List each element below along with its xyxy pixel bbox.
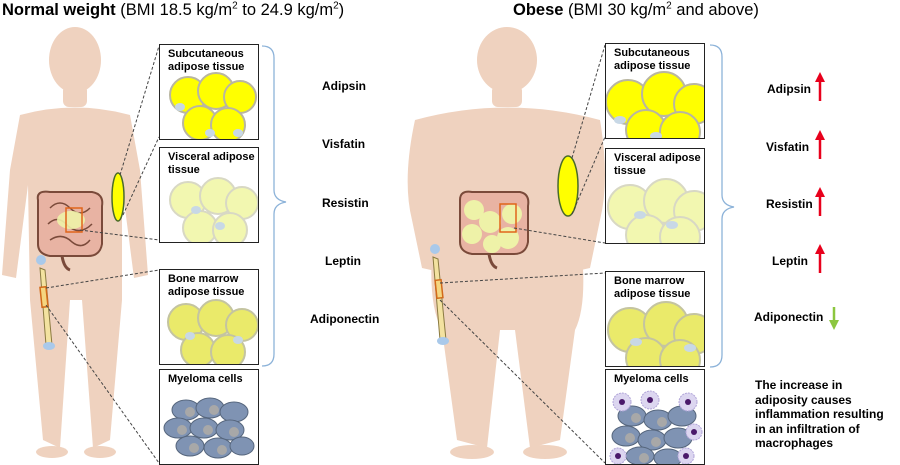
obese-bone-marrow-panel: Bone marrow adipose tissue xyxy=(605,271,705,367)
normal-visceral-panel: Visceral adipose tissue xyxy=(159,147,259,243)
obese-intestines-icon xyxy=(459,190,530,270)
normal-bracket xyxy=(261,45,287,367)
visceral-adipocytes xyxy=(169,177,258,242)
obese-femur-icon xyxy=(430,244,449,345)
resistin-up-arrow xyxy=(815,187,825,216)
normal-adipokine-visfatin: Visfatin xyxy=(322,137,366,151)
obese-myeloma-panel: Myeloma cells xyxy=(605,369,705,465)
panel-label: Myeloma cells xyxy=(614,373,689,385)
normal-intestines-icon xyxy=(36,190,104,272)
adipsin-up-arrow xyxy=(815,72,825,101)
obese-body-silhouette xyxy=(407,27,605,459)
obese-adipokine-leptin: Leptin xyxy=(772,254,808,268)
myeloma-cells xyxy=(163,397,255,459)
myeloma-cells-with-macrophages xyxy=(609,390,703,464)
leptin-up-arrow xyxy=(815,244,825,273)
obese-adipokine-resistin: Resistin xyxy=(766,197,813,211)
obese-subcutaneous-panel: Subcutaneous adipose tissue xyxy=(605,43,705,139)
obese-leader-lines xyxy=(439,44,606,464)
subcutaneous-adipocytes xyxy=(606,71,704,138)
obese-subcutaneous-fat-icon xyxy=(557,155,579,217)
panel-label: Subcutaneous adipose tissue xyxy=(614,47,691,72)
normal-weight-heading: Normal weight (BMI 18.5 kg/m2 to 24.9 kg… xyxy=(2,0,345,19)
panel-label: Visceral adipose tissue xyxy=(168,151,255,176)
normal-leader-lines xyxy=(45,45,160,464)
bone-marrow-adipocytes xyxy=(607,301,704,366)
normal-femur-icon xyxy=(36,255,55,350)
inflammation-note: The increase in adiposity causes inflamm… xyxy=(755,378,884,450)
visfatin-up-arrow xyxy=(815,130,825,159)
obese-bracket xyxy=(709,44,735,368)
obese-visceral-panel: Visceral adipose tissue xyxy=(605,148,705,244)
normal-adipokine-resistin: Resistin xyxy=(322,196,369,210)
obese-adipokine-adiponectin: Adiponectin xyxy=(754,310,824,324)
panel-label: Bone marrow adipose tissue xyxy=(168,273,245,298)
normal-adipokine-adiponectin: Adiponectin xyxy=(310,312,380,326)
adiponectin-down-arrow xyxy=(829,307,839,330)
subcutaneous-adipocytes xyxy=(169,72,257,139)
panel-label: Myeloma cells xyxy=(168,373,243,385)
obese-heading: Obese (BMI 30 kg/m2 and above) xyxy=(513,0,759,19)
bone-marrow-adipocytes xyxy=(167,299,258,364)
obese-adipokine-adipsin: Adipsin xyxy=(767,82,811,96)
panel-label: Visceral adipose tissue xyxy=(614,152,701,177)
obese-adipokine-visfatin: Visfatin xyxy=(766,140,810,154)
panel-label: Subcutaneous adipose tissue xyxy=(168,48,245,73)
normal-subcutaneous-fat-icon xyxy=(111,172,125,222)
panel-label: Bone marrow adipose tissue xyxy=(614,275,691,300)
normal-adipokine-leptin: Leptin xyxy=(325,254,361,268)
visceral-adipocytes xyxy=(607,178,704,243)
normal-bone-marrow-panel: Bone marrow adipose tissue xyxy=(159,269,259,365)
normal-adipokine-adipsin: Adipsin xyxy=(322,79,366,93)
normal-subcutaneous-panel: Subcutaneous adipose tissue xyxy=(159,44,259,140)
normal-myeloma-panel: Myeloma cells xyxy=(159,369,259,465)
